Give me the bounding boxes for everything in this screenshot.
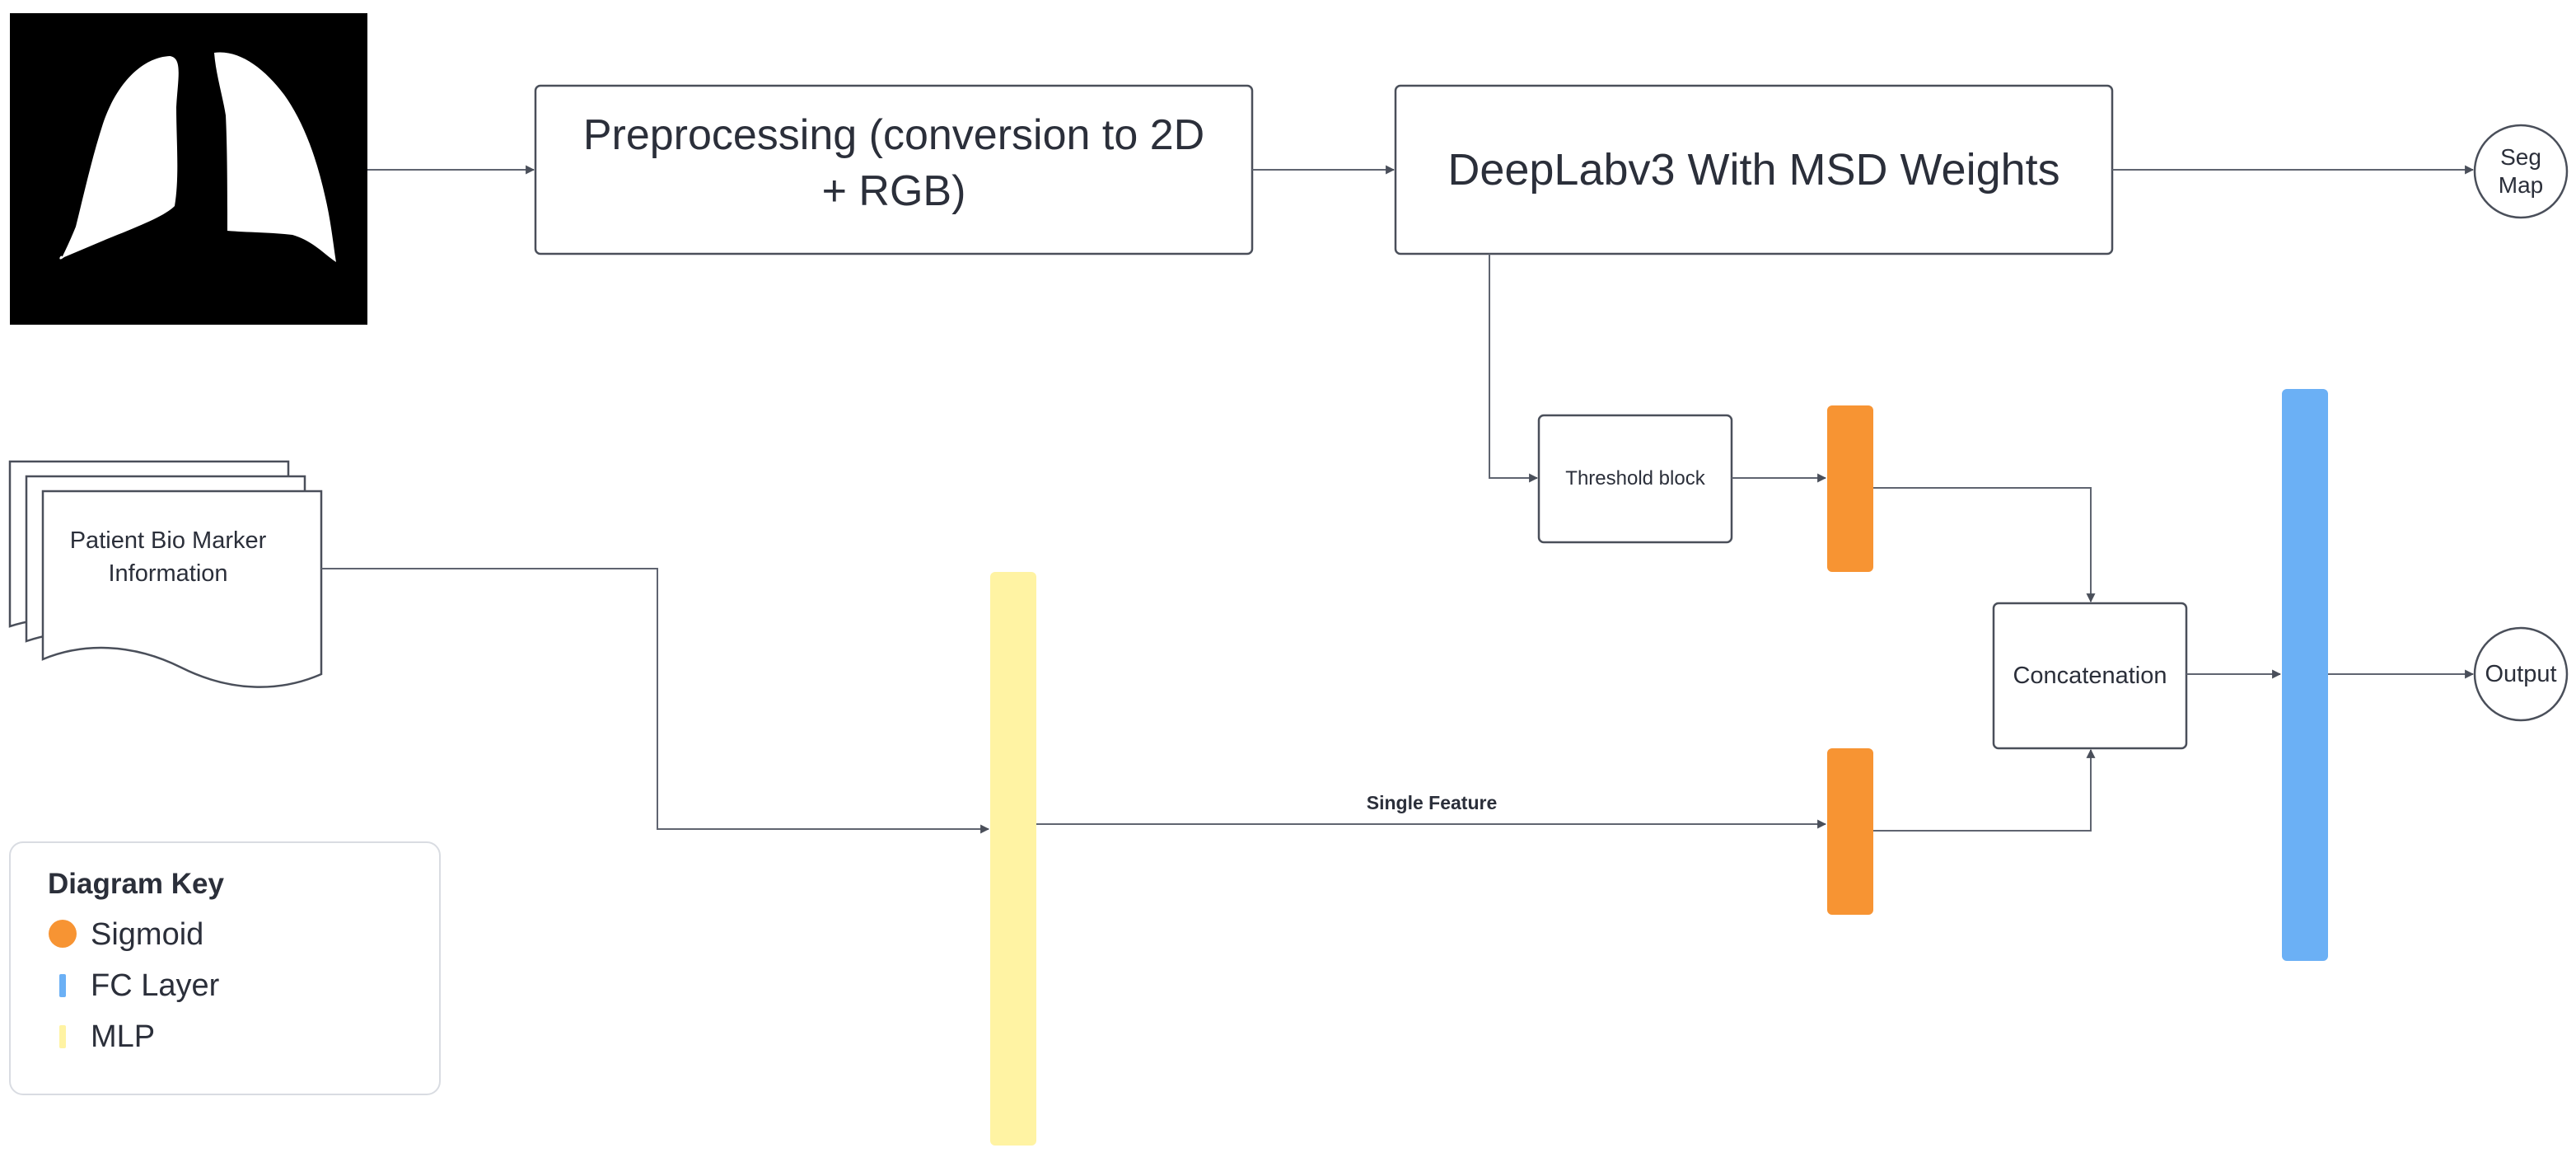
connectors <box>321 165 2475 834</box>
sigmoid-bar-bottom <box>1827 748 1873 915</box>
output-circle <box>2473 626 2569 722</box>
deeplab-box <box>1394 84 2114 255</box>
edge-sigmoid-bottom-to-concat <box>1873 748 2096 832</box>
diagram-key-panel <box>9 841 441 1095</box>
lung-mask-image <box>10 13 367 325</box>
fc-layer-bar <box>2282 389 2328 961</box>
left-lung-shape <box>59 56 179 260</box>
seg-map-circle <box>2473 124 2569 219</box>
key-sigmoid-swatch <box>49 920 77 948</box>
key-fc-swatch <box>59 974 66 997</box>
sigmoid-bar-top <box>1827 405 1873 572</box>
patient-info-documents <box>8 460 323 688</box>
edge-sigmoid-top-to-concat <box>1873 487 2096 603</box>
threshold-box <box>1537 414 1733 544</box>
preprocessing-box <box>534 84 1254 255</box>
key-mlp-swatch <box>59 1025 66 1048</box>
right-lung-shape <box>214 52 336 262</box>
concatenation-box <box>1992 602 2188 750</box>
mlp-bar <box>990 572 1036 1146</box>
edge-deeplab-to-threshold <box>1489 254 1539 483</box>
edge-patient-to-mlp <box>321 568 990 834</box>
